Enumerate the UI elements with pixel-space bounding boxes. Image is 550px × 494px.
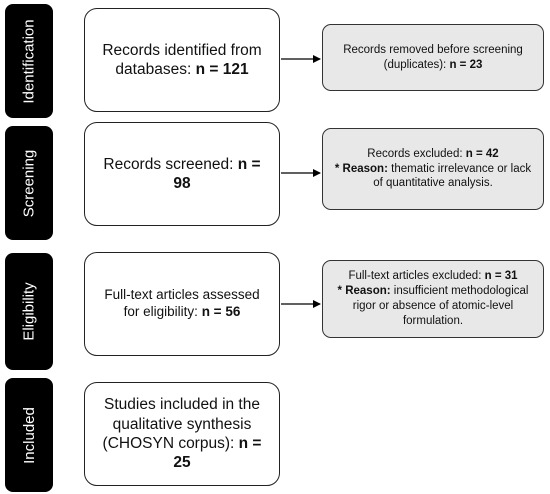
identification-count: n = 121 xyxy=(195,61,249,78)
stage-identification: Identification xyxy=(5,4,53,118)
records-excluded-box: Records excluded: n = 42 * Reason: thema… xyxy=(322,128,544,210)
stage-screening: Screening xyxy=(5,126,53,240)
fulltext-excluded-box: Full-text articles excluded: n = 31 * Re… xyxy=(322,260,544,338)
fulltext-excluded-count: n = 31 xyxy=(484,270,518,283)
duplicates-removed-text: Records removed before screening (duplic… xyxy=(343,43,523,71)
screening-box: Records screened: n = 98 xyxy=(84,122,280,226)
identification-box: Records identified from databases: n = 1… xyxy=(84,8,280,112)
records-excluded-reason-prefix: * Reason: xyxy=(334,162,388,175)
duplicates-removed-count: n = 23 xyxy=(449,58,483,71)
screening-text: Records screened: xyxy=(103,155,234,173)
fulltext-excluded-text: Full-text articles excluded: xyxy=(348,270,482,283)
records-excluded-text: Records excluded: xyxy=(367,147,463,160)
included-text: Studies included in the qualitative synt… xyxy=(102,396,260,452)
stage-included: Included xyxy=(5,378,53,492)
included-count: n = 25 xyxy=(173,435,262,472)
identification-text: Records identified from databases: xyxy=(102,41,262,78)
fulltext-excluded-reason-prefix: * Reason: xyxy=(337,285,391,298)
eligibility-count: n = 56 xyxy=(201,304,241,319)
screening-count: n = 98 xyxy=(173,155,261,192)
stage-eligibility: Eligibility xyxy=(5,253,53,370)
records-excluded-reason: thematic irrelevance or lack of quantita… xyxy=(373,162,532,190)
included-box: Studies included in the qualitative synt… xyxy=(84,382,280,486)
records-excluded-count: n = 42 xyxy=(465,147,499,160)
fulltext-excluded-reason: insufficient methodological rigor or abs… xyxy=(352,285,529,327)
duplicates-removed-box: Records removed before screening (duplic… xyxy=(322,24,544,91)
eligibility-text: Full-text articles assessed for eligibil… xyxy=(104,287,260,319)
eligibility-box: Full-text articles assessed for eligibil… xyxy=(84,252,280,356)
